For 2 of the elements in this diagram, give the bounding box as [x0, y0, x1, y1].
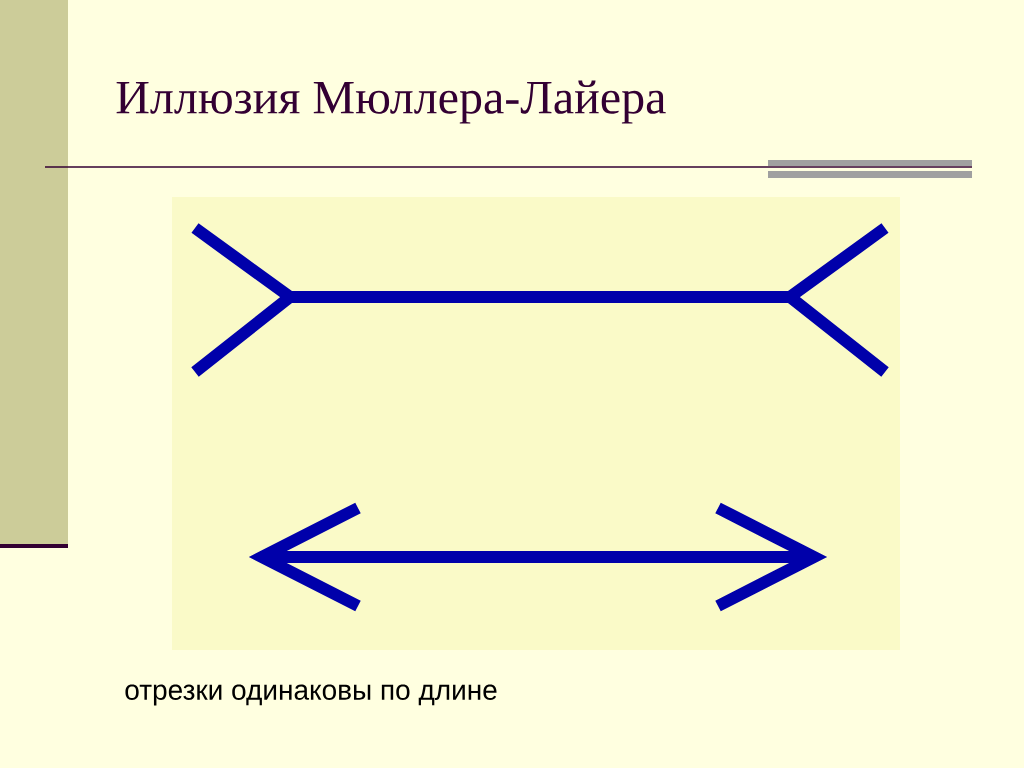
- title: Иллюзия Мюллера-Лайера: [116, 80, 666, 124]
- caption: отрезки одинаковы по длине: [125, 684, 497, 706]
